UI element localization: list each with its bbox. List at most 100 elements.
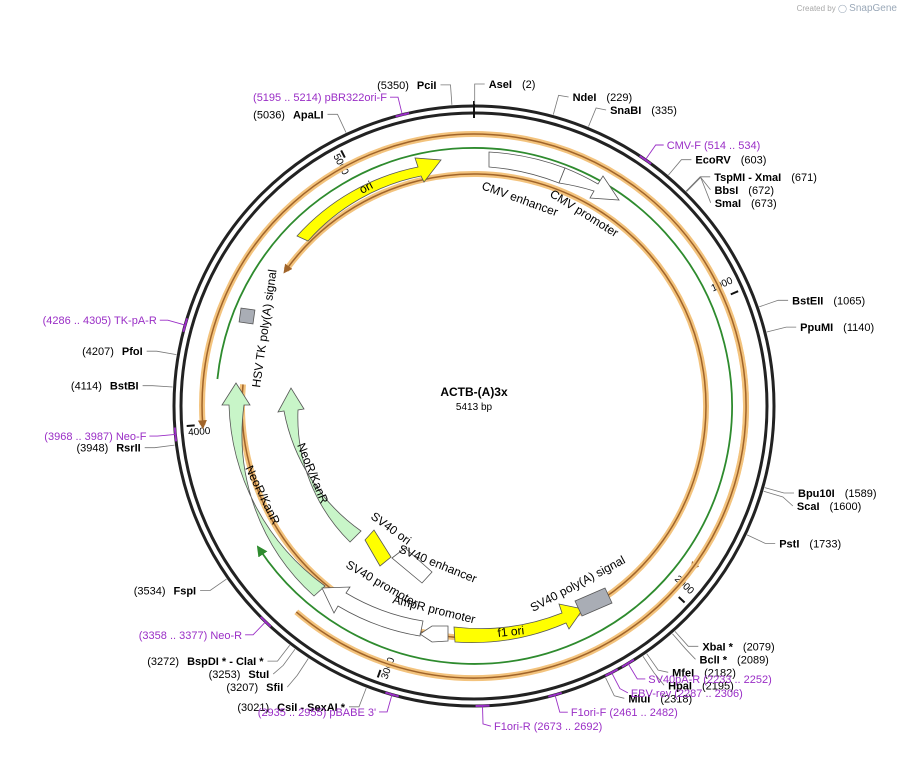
site-name: XbaI * [702, 641, 733, 653]
site-position: (1065) [833, 295, 865, 307]
site-position: (1600) [830, 501, 862, 513]
restriction-sites: AseI(2) NdeI (229)SnaBI(335) EcoRV(603) TspM… [71, 79, 877, 714]
site-leader-line [764, 487, 794, 494]
neo-kanr-inner-label: NeoR/KanR [294, 441, 331, 506]
site-position: (1733) [809, 538, 841, 550]
site-name: TspMI [714, 172, 745, 184]
restriction-site: SnaBI(335) [610, 105, 677, 117]
site-name: StuI [248, 669, 269, 681]
hsv-tk-polya-box [238, 307, 256, 325]
restriction-site: (3272)BspDI * - ClaI * [147, 656, 264, 668]
site-name: ScaI [797, 501, 820, 513]
snapgene-credit: Created by ◯ SnapGene [797, 3, 897, 14]
restriction-site: PpuMI(1140) [800, 322, 874, 334]
neo-kanr-outer-label: NeoR/KanR [242, 463, 283, 527]
site-position: (672) [748, 185, 774, 197]
site-position: (229) [606, 92, 632, 104]
primer-label: (3968 .. 3987) Neo-F [44, 431, 146, 443]
sv40-promoter-arrow [321, 586, 424, 637]
primer-leader-line [611, 672, 629, 694]
primer-label: F1ori-F (2461 .. 2482) [571, 707, 678, 719]
site-name: PfoI [122, 346, 143, 358]
site-leader-line [286, 658, 309, 688]
primer-bind-mark [547, 691, 562, 698]
site-leader-line [646, 653, 669, 673]
restriction-site: (4114) BstBI [71, 381, 139, 393]
site-name: MfeI [672, 667, 694, 679]
site-position: (3534) [134, 586, 166, 598]
site-name: BspDI * [187, 656, 227, 668]
site-leader-line [146, 350, 177, 355]
site-name: PciI [417, 80, 437, 92]
restriction-site: TspMI - XmaI(671) [714, 172, 817, 184]
site-leader-line [144, 444, 175, 449]
site-name: BstBI [110, 381, 139, 393]
primer-leader-line [554, 694, 568, 713]
site-position: (5350) [377, 80, 409, 92]
site-name: NdeI [573, 92, 597, 104]
ruler-label: 4000 [188, 426, 211, 439]
site-name: BclI * [700, 654, 728, 666]
primer-bind-mark [604, 668, 619, 677]
site-name: MluI [628, 693, 650, 705]
primer-bind-mark [395, 112, 410, 118]
site-name: SfiI [266, 682, 283, 694]
site-position: (2195) [702, 680, 734, 692]
credit-prefix: Created by [796, 4, 836, 13]
f1-ori-arrow [453, 603, 584, 643]
restriction-site: AseI(2) [489, 79, 536, 91]
site-position: (673) [751, 198, 777, 210]
sv40-polya-box [574, 587, 613, 617]
site-name: BbsI [714, 185, 738, 197]
restriction-site: MfeI (2182) [672, 667, 736, 679]
site-leader-line [674, 631, 699, 647]
sv40-ori-box [364, 529, 392, 567]
restriction-site: (3207)SfiI [226, 682, 283, 694]
site-name-extra: - ClaI * [226, 656, 264, 668]
primer-leader-line [149, 433, 176, 437]
neo-orf-arc [216, 147, 733, 665]
orf-arc-left-line [197, 133, 747, 679]
restriction-site: EcoRV(603) [695, 155, 766, 167]
site-position: (2089) [737, 654, 769, 666]
ruler-tick [186, 424, 195, 427]
site-leader-line [440, 84, 453, 105]
site-position: (2182) [704, 667, 736, 679]
primer-bind-mark [639, 155, 652, 165]
site-name-extra: - XmaI [745, 172, 781, 184]
site-position: (5036) [253, 109, 285, 121]
site-leader-line [474, 83, 485, 104]
orf-arc-top-left-line [241, 173, 707, 639]
primer-bind-mark [385, 691, 399, 698]
restriction-site: BstEII(1065) [792, 295, 865, 307]
site-leader-line [142, 385, 173, 388]
ruler-tick [340, 150, 346, 159]
primer-label: F1ori-R (2673 .. 2692) [494, 721, 602, 733]
ampr-promoter-arrow [419, 625, 449, 643]
site-leader-line [642, 656, 665, 686]
site-name-extra: - SexAI * [297, 702, 345, 714]
primer-leader-line [390, 96, 403, 115]
primer-label: SV40pA-R (2233 .. 2252) [648, 674, 772, 686]
site-name: ApaLI [293, 109, 324, 121]
restriction-site: (4207)PfoI [82, 346, 143, 358]
restriction-site: BclI * (2089) [700, 654, 769, 666]
hsv-tk-polya-label: HSV TK poly(A) signal [249, 268, 279, 388]
ori-feature-arrow [296, 157, 442, 242]
site-leader-line [327, 113, 347, 133]
site-leader-line [588, 107, 607, 127]
site-position: (3021) [237, 702, 269, 714]
plasmid-name: ACTB-(A)3x [440, 385, 508, 399]
restriction-site: BbsI (672) [714, 185, 774, 197]
site-position: (4114) [71, 381, 102, 393]
primer-bind-mark [182, 318, 189, 333]
restriction-site: SmaI(673) [715, 198, 777, 210]
primer-leader-line [482, 705, 492, 727]
site-name: PpuMI [800, 322, 833, 334]
primer-leader-line [379, 694, 393, 713]
site-leader-line [267, 644, 291, 662]
site-name: CsiI [277, 702, 297, 714]
site-leader-line [759, 299, 789, 308]
primer-bind-mark [621, 658, 635, 668]
